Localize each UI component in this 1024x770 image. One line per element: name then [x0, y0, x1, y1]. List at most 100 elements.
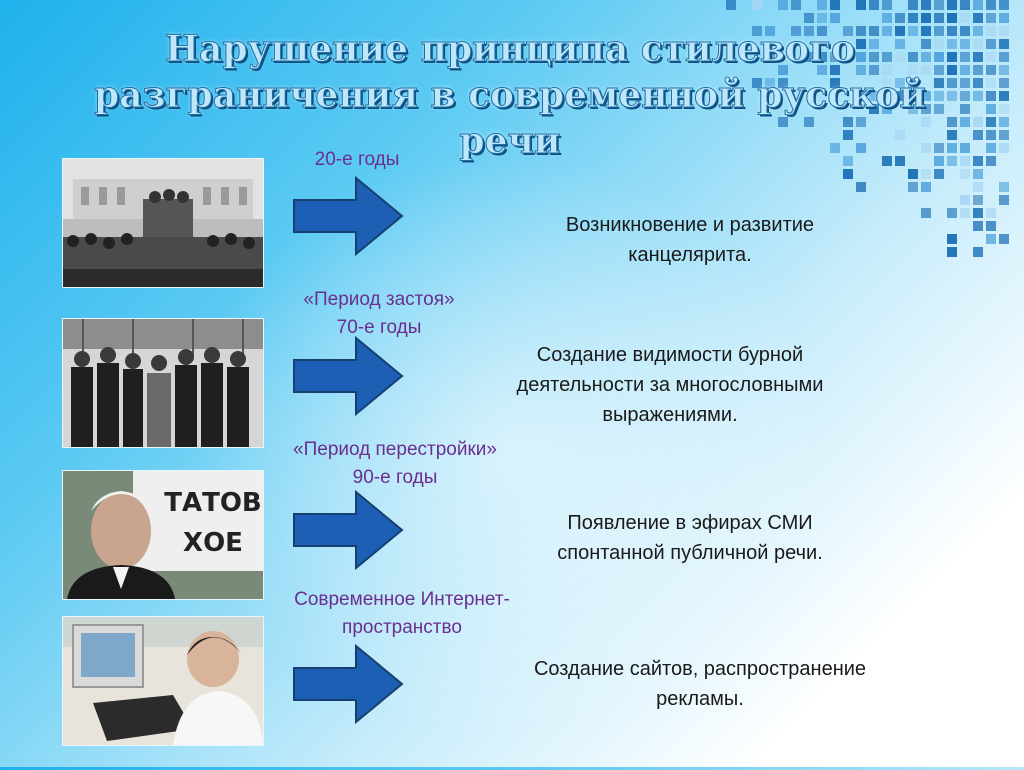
mosaic-tile [999, 52, 1009, 62]
mosaic-tile [856, 26, 866, 36]
mosaic-tile [999, 143, 1009, 153]
mosaic-tile [817, 65, 827, 75]
mosaic-tile [830, 52, 840, 62]
mosaic-tile [726, 0, 736, 10]
mosaic-tile [921, 117, 931, 127]
mosaic-tile [960, 208, 970, 218]
mosaic-tile [986, 91, 996, 101]
mosaic-tile [960, 195, 970, 205]
mosaic-tile [882, 0, 892, 10]
mosaic-tile [830, 13, 840, 23]
mosaic-tile [947, 247, 957, 257]
mosaic-tile [934, 169, 944, 179]
mosaic-tile [882, 156, 892, 166]
mosaic-tile [934, 13, 944, 23]
mosaic-tile [895, 13, 905, 23]
mosaic-tile [908, 78, 918, 88]
mosaic-tile [947, 234, 957, 244]
mosaic-tile [973, 169, 983, 179]
mosaic-tile [908, 182, 918, 192]
mosaic-tile [856, 117, 866, 127]
photo-1970s-delegation [62, 318, 264, 448]
mosaic-tile [908, 169, 918, 179]
mosaic-tile [934, 65, 944, 75]
mosaic-tile [817, 26, 827, 36]
mosaic-tile [908, 26, 918, 36]
mosaic-tile [895, 78, 905, 88]
mosaic-tile [895, 26, 905, 36]
mosaic-tile [999, 234, 1009, 244]
mosaic-tile [778, 78, 788, 88]
mosaic-tile [843, 130, 853, 140]
mosaic-tile [999, 195, 1009, 205]
mosaic-tile [960, 39, 970, 49]
period-label-row-3: «Период перестройки» 90-е годы [293, 439, 497, 488]
mosaic-tile [999, 26, 1009, 36]
mosaic-tile [895, 39, 905, 49]
mosaic-tile [999, 13, 1009, 23]
mosaic-tile [934, 0, 944, 10]
mosaic-tile [921, 13, 931, 23]
mosaic-tile [934, 26, 944, 36]
mosaic-tile [882, 13, 892, 23]
mosaic-tile [973, 52, 983, 62]
mosaic-tile [934, 78, 944, 88]
mosaic-tile [804, 117, 814, 127]
mosaic-tile [856, 91, 866, 101]
mosaic-tile [882, 65, 892, 75]
mosaic-tile [999, 182, 1009, 192]
mosaic-tile [947, 78, 957, 88]
mosaic-tile [947, 39, 957, 49]
mosaic-tile [869, 91, 879, 101]
mosaic-tile [921, 0, 931, 10]
mosaic-tile [830, 65, 840, 75]
mosaic-tile [752, 26, 762, 36]
photo-1920s-rally [62, 158, 264, 288]
mosaic-tile [986, 13, 996, 23]
mosaic-tile [947, 130, 957, 140]
description-row-1: Возникновение и развитие канцелярита. [565, 214, 815, 266]
mosaic-tile [960, 91, 970, 101]
background-glow [160, 130, 860, 770]
mosaic-tile [999, 39, 1009, 49]
mosaic-tile [986, 52, 996, 62]
mosaic-tile [973, 208, 983, 218]
mosaic-tile [895, 156, 905, 166]
mosaic-tile [921, 143, 931, 153]
mosaic-tile [856, 182, 866, 192]
mosaic-tile [791, 26, 801, 36]
mosaic-tile [908, 0, 918, 10]
mosaic-tile [895, 52, 905, 62]
mosaic-tile [921, 26, 931, 36]
mosaic-tile [960, 117, 970, 127]
mosaic-tile [804, 26, 814, 36]
mosaic-tile [934, 143, 944, 153]
period-label-row-4: Современное Интернет- пространство [294, 589, 510, 638]
mosaic-tile [986, 143, 996, 153]
mosaic-tile [895, 91, 905, 101]
mosaic-tile [921, 104, 931, 114]
mosaic-tile [882, 104, 892, 114]
mosaic-tile [869, 26, 879, 36]
mosaic-tile [973, 247, 983, 257]
mosaic-tile [856, 39, 866, 49]
mosaic-tile [960, 52, 970, 62]
title-line-2: разграничения в современной русской речи [94, 74, 927, 163]
mosaic-tile [973, 91, 983, 101]
mosaic-tile [856, 143, 866, 153]
mosaic-tile [999, 91, 1009, 101]
mosaic-tile [856, 52, 866, 62]
pixel-mosaic-decoration [726, 0, 1009, 257]
mosaic-tile [973, 156, 983, 166]
mosaic-tile [999, 130, 1009, 140]
description-row-2: Создание видимости бурной деятельности з… [516, 344, 824, 426]
mosaic-tile [947, 52, 957, 62]
mosaic-tile [830, 143, 840, 153]
mosaic-tile [882, 26, 892, 36]
mosaic-tile [973, 221, 983, 231]
mosaic-tile [986, 117, 996, 127]
mosaic-tile [830, 78, 840, 88]
mosaic-tile [752, 0, 762, 10]
mosaic-tile [908, 91, 918, 101]
